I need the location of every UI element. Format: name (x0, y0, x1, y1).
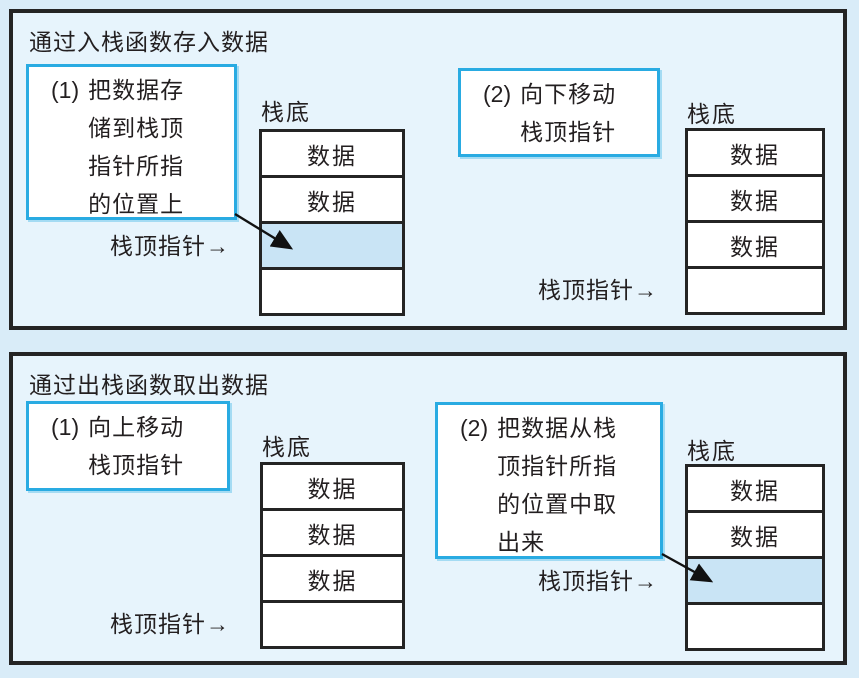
stack-cell (688, 269, 822, 312)
stack-top-pointer-label: 栈顶指针→ (110, 233, 230, 259)
step-text-lines: 把数据存 储到栈顶 指针所指 的位置上 (88, 71, 184, 223)
push-step1-callout: (1) 把数据存 储到栈顶 指针所指 的位置上 (26, 64, 237, 220)
step-text-line: 把数据存 (88, 77, 185, 103)
stack-cell (263, 603, 402, 646)
step-number: (2) (483, 81, 512, 107)
push-step1-text: (1) 把数据存 储到栈顶 指针所指 的位置上 (29, 67, 234, 227)
stack-cell-highlighted (688, 559, 822, 605)
pop-step2-text: (2) 把数据从栈 顶指针所指 的位置中取 出来 (438, 405, 660, 565)
stack-cell: 数据 (262, 178, 402, 224)
step-text-lines: 向下移动 栈顶指针 (520, 75, 616, 151)
step-text-line: 储到栈顶 (88, 115, 185, 141)
step-text-line: 出来 (497, 529, 546, 555)
stack-diagram: 数据 数据 数据 (260, 462, 405, 649)
step-text-lines: 向上移动 栈顶指针 (88, 408, 184, 484)
stack-cell: 数据 (263, 557, 402, 603)
step-number: (1) (51, 77, 80, 103)
push-step2-text: (2) 向下移动 栈顶指针 (461, 71, 657, 155)
stack-cell: 数据 (688, 513, 822, 559)
stack-cell-highlighted (262, 224, 402, 270)
step-text-line: 顶指针所指 (497, 453, 618, 479)
step-text-lines: 把数据从栈 顶指针所指 的位置中取 出来 (497, 409, 617, 561)
step-text-line: 的位置中取 (497, 491, 618, 517)
stack-cell (262, 270, 402, 313)
stack-cell: 数据 (688, 223, 822, 269)
pop-panel: 通过出栈函数取出数据 (1) 向上移动 栈顶指针 (2) 把数据从栈 顶指针所指… (9, 352, 847, 665)
stack-cell: 数据 (263, 465, 402, 511)
step-text-line: 栈顶指针 (88, 452, 185, 478)
pop-step1-text: (1) 向上移动 栈顶指针 (29, 404, 227, 488)
stack-diagram: 数据 数据 (685, 464, 825, 651)
step-number: (1) (51, 414, 80, 440)
stack-diagram: 数据 数据 (259, 129, 405, 316)
pop-panel-title: 通过出栈函数取出数据 (29, 372, 269, 398)
step-text-line: 指针所指 (88, 153, 185, 179)
stack-cell: 数据 (688, 177, 822, 223)
stack-base-label: 栈底 (687, 101, 737, 127)
step-text-line: 把数据从栈 (497, 415, 618, 441)
stack-cell: 数据 (688, 467, 822, 513)
stack-base-label: 栈底 (687, 438, 737, 464)
stack-cell: 数据 (263, 511, 402, 557)
stack-top-pointer-label: 栈顶指针→ (110, 611, 230, 637)
stack-top-pointer-label: 栈顶指针→ (538, 568, 658, 594)
step-text-line: 栈顶指针 (520, 119, 617, 145)
push-step2-callout: (2) 向下移动 栈顶指针 (458, 68, 660, 157)
step-number: (2) (460, 415, 489, 441)
stack-cell: 数据 (688, 131, 822, 177)
pop-step2-callout: (2) 把数据从栈 顶指针所指 的位置中取 出来 (435, 402, 663, 559)
stack-cell (688, 605, 822, 648)
pop-step1-callout: (1) 向上移动 栈顶指针 (26, 401, 230, 491)
push-panel: 通过入栈函数存入数据 (1) 把数据存 储到栈顶 指针所指 的位置上 (2) 向… (9, 9, 847, 330)
step-text-line: 向下移动 (520, 81, 617, 107)
stack-cell: 数据 (262, 132, 402, 178)
push-panel-title: 通过入栈函数存入数据 (29, 29, 269, 55)
step-text-line: 的位置上 (88, 191, 185, 217)
stack-base-label: 栈底 (262, 434, 312, 460)
stack-top-pointer-label: 栈顶指针→ (538, 277, 658, 303)
stack-diagram: 数据 数据 数据 (685, 128, 825, 315)
step-text-line: 向上移动 (88, 414, 185, 440)
stack-base-label: 栈底 (261, 99, 311, 125)
